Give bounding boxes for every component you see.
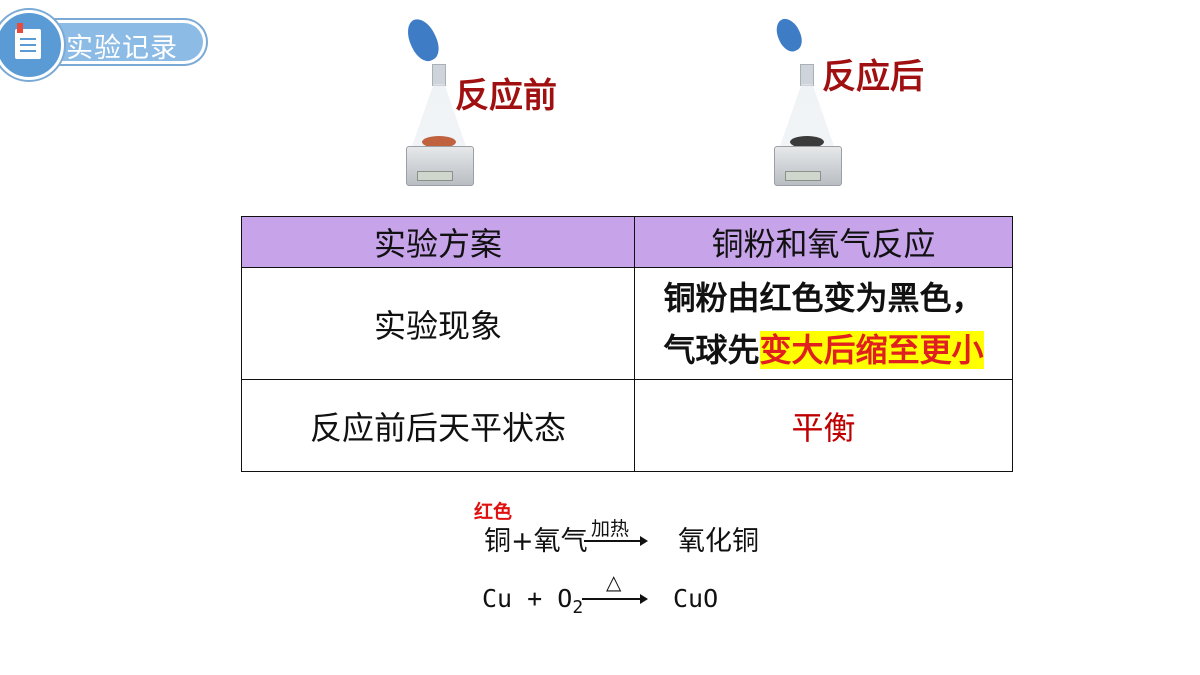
table-row: 实验现象 铜粉由红色变为黑色， 气球先变大后缩至更小 xyxy=(241,267,1013,380)
balloon-icon xyxy=(401,14,445,66)
condition-heating: 加热 xyxy=(591,518,630,540)
reactant-copper: 铜 xyxy=(484,526,511,557)
symbol-cu: Cu xyxy=(482,584,513,613)
table-header-row: 实验方案 铜粉和氧气反应 xyxy=(241,216,1013,268)
reactant-oxygen: 氧气 xyxy=(533,526,588,557)
label-after: 反应后 xyxy=(822,57,924,97)
symbol-o: O xyxy=(557,584,573,613)
table-row: 反应前后天平状态 平衡 xyxy=(241,379,1013,472)
after-apparatus-image xyxy=(771,14,852,188)
reaction-arrow xyxy=(582,594,648,604)
balance-state-value: 平衡 xyxy=(634,379,1013,472)
reaction-arrow xyxy=(584,536,648,546)
experiment-table: 实验方案 铜粉和氧气反应 实验现象 铜粉由红色变为黑色， 气球先变大后缩至更小 … xyxy=(241,216,1013,472)
balloon-icon xyxy=(771,14,807,56)
plus-sign: + xyxy=(511,526,534,557)
symbol-equation-left: Cu + O2 xyxy=(482,584,583,618)
header-cell-experiment: 铜粉和氧气反应 xyxy=(634,216,1013,268)
symbol-plus: + xyxy=(527,584,543,613)
phenomenon-line1: 铜粉由红色变为黑色， xyxy=(663,278,984,317)
before-apparatus-image xyxy=(401,14,484,188)
product-word: 氧化铜 xyxy=(678,526,759,557)
label-before: 反应前 xyxy=(455,76,557,116)
header-cell-plan: 实验方案 xyxy=(241,216,635,268)
phenomenon-cell: 铜粉由红色变为黑色， 气球先变大后缩至更小 xyxy=(634,267,1013,380)
phenomenon-highlight: 变大后缩至更小 xyxy=(759,330,984,369)
condition-triangle: △ xyxy=(606,570,622,594)
subscript-2: 2 xyxy=(572,597,584,618)
document-icon xyxy=(0,10,64,80)
color-note: 红色 xyxy=(474,501,513,523)
row-label-phenomenon: 实验现象 xyxy=(241,267,635,380)
section-badge: 实验记录 xyxy=(0,10,208,80)
section-title: 实验记录 xyxy=(66,33,178,64)
symbol-product: CuO xyxy=(673,584,719,613)
phenomenon-line2: 气球先 xyxy=(663,330,760,369)
scale-icon xyxy=(406,146,474,186)
word-equation-left: 铜+氧气 xyxy=(484,519,588,558)
row-label-balance: 反应前后天平状态 xyxy=(241,379,635,472)
scale-icon xyxy=(774,146,842,186)
